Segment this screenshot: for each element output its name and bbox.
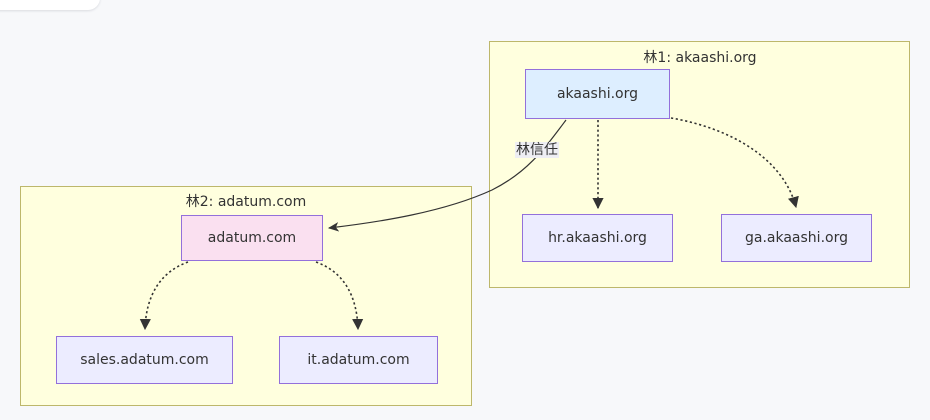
- node-hr-akaashi-org[interactable]: hr.akaashi.org: [522, 214, 673, 262]
- node-ga-akaashi-org-label: ga.akaashi.org: [745, 230, 848, 246]
- node-it-adatum-com[interactable]: it.adatum.com: [279, 336, 438, 384]
- edge-label-trust: 林信任: [515, 142, 559, 159]
- node-sales-adatum-com[interactable]: sales.adatum.com: [56, 336, 233, 384]
- node-akaashi-org[interactable]: akaashi.org: [525, 69, 670, 119]
- node-adatum-com[interactable]: adatum.com: [181, 215, 323, 261]
- node-sales-adatum-com-label: sales.adatum.com: [80, 352, 209, 368]
- edge-akaashi-ga: [670, 117, 799, 209]
- edge-adatum-it: [315, 261, 364, 331]
- node-adatum-com-label: adatum.com: [207, 230, 297, 246]
- node-hr-akaashi-org-label: hr.akaashi.org: [548, 230, 647, 246]
- node-it-adatum-com-label: it.adatum.com: [307, 352, 410, 368]
- window-chrome-artifact: [0, 0, 100, 10]
- node-akaashi-org-label: akaashi.org: [556, 86, 639, 102]
- edge-adatum-sales: [139, 261, 189, 331]
- edge-akaashi-adatum-trust: [327, 119, 567, 232]
- node-ga-akaashi-org[interactable]: ga.akaashi.org: [721, 214, 872, 262]
- cluster-forest1-title: 林1: akaashi.org: [643, 50, 757, 66]
- cluster-forest2-title: 林2: adatum.com: [185, 194, 307, 210]
